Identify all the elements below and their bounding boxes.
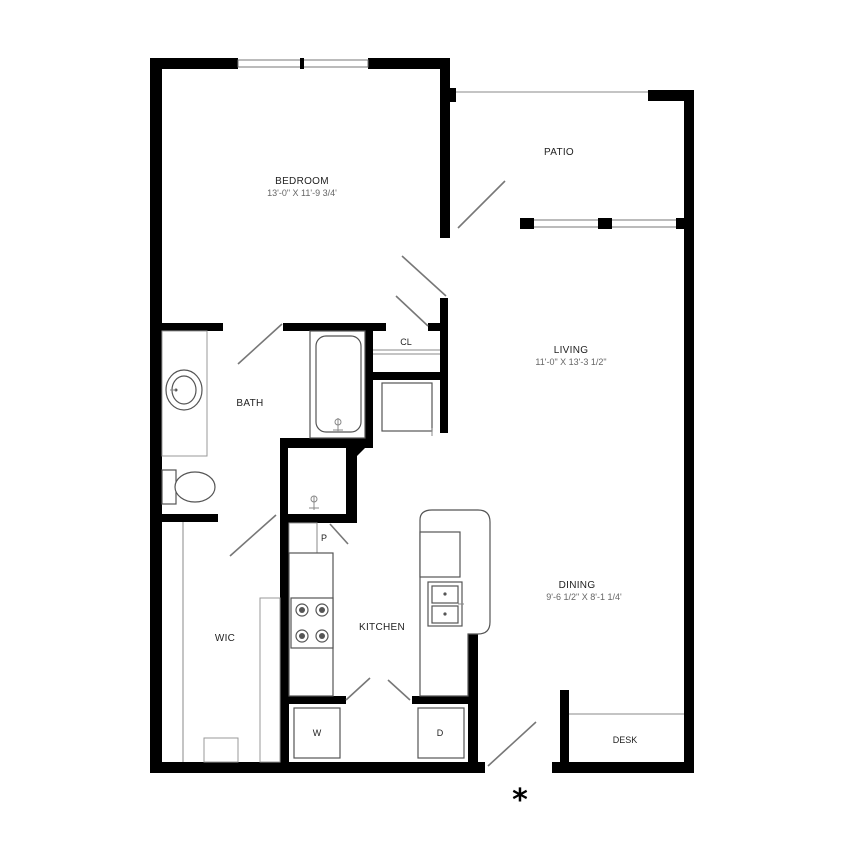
toilet-icon	[174, 471, 216, 503]
patio-label: PATIO	[544, 147, 574, 158]
kitchen-label: KITCHEN	[359, 622, 405, 633]
desk-label: DESK	[613, 735, 638, 745]
wic-label: WIC	[215, 633, 235, 644]
wall-bath-top-right	[283, 323, 386, 331]
wall-closet-right	[440, 298, 448, 433]
wall-desk-left	[560, 690, 569, 770]
wall-top-bedroom-left	[150, 58, 238, 69]
patio-door[interactable]	[457, 180, 506, 229]
dining-label: DINING	[559, 580, 596, 591]
living-dims: 11'-0" X 13'-3 1/2"	[535, 357, 606, 367]
patio-area	[456, 91, 686, 229]
bedroom-dims: 13'-0" X 11'-9 3/4'	[267, 188, 337, 198]
wall-top-bedroom-right	[368, 58, 450, 69]
wic-shelf	[259, 597, 281, 763]
wall-patio-top-right	[648, 90, 694, 101]
wall-linen-left	[280, 438, 288, 518]
washer-label: W	[313, 728, 322, 738]
wall-tub-right	[365, 323, 373, 441]
wall-bedroom-right	[440, 58, 450, 238]
laundry-door-left[interactable]	[345, 677, 371, 701]
laundry	[293, 707, 465, 759]
bath-fixtures	[161, 330, 366, 505]
entry-door[interactable]	[487, 721, 537, 767]
wall-laundry-top-right	[412, 696, 478, 704]
wall-closet-top	[428, 323, 448, 331]
wic-bin	[203, 737, 239, 763]
dryer-box	[417, 707, 465, 759]
pantry-door[interactable]	[329, 523, 349, 545]
bath-door[interactable]	[237, 323, 283, 365]
wall-closet-mid	[373, 372, 448, 380]
bedroom-window	[237, 58, 369, 69]
water-heater	[381, 382, 433, 432]
wall-bottom-left	[150, 762, 485, 773]
closet-area	[373, 349, 440, 436]
wall-left	[150, 58, 162, 773]
interior-walls	[150, 298, 478, 772]
laundry-door-right[interactable]	[387, 679, 411, 701]
washer-box	[293, 707, 341, 759]
wic-door[interactable]	[229, 514, 277, 557]
wall-bath-bottom-left	[150, 514, 218, 522]
entry-marker-icon: *	[512, 783, 528, 818]
pantry-label: P	[321, 533, 327, 543]
wall-kitchen-right	[468, 632, 478, 772]
closet-door[interactable]	[395, 295, 429, 327]
bedroom-door[interactable]	[401, 255, 447, 297]
wall-bath-bottom	[280, 438, 373, 448]
exterior-walls	[150, 58, 694, 773]
wall-linen-bottom	[280, 514, 357, 523]
doors	[229, 255, 537, 767]
room-labels: BEDROOM 13'-0" X 11'-9 3/4' PATIO LIVING…	[215, 147, 637, 818]
dryer-label: D	[437, 728, 444, 738]
bath-label: BATH	[236, 398, 263, 409]
kitchen-fixtures	[288, 509, 491, 697]
closet-label: CL	[400, 337, 412, 347]
wall-patio-top-stub	[450, 88, 456, 102]
wall-laundry-top-left	[288, 696, 346, 704]
wall-right	[684, 90, 694, 773]
bedroom-label: BEDROOM	[275, 176, 329, 187]
wall-bath-corner	[346, 440, 373, 522]
living-label: LIVING	[554, 345, 589, 356]
dishwasher	[419, 531, 461, 578]
dining-dims: 9'-6 1/2" X 8'-1 1/4'	[546, 592, 622, 602]
wall-kitchen-left	[280, 518, 289, 768]
wic-fixtures	[182, 522, 281, 763]
pantry-box	[288, 522, 318, 554]
toilet-tank	[161, 469, 177, 505]
linen-closet	[309, 495, 319, 510]
wall-bath-top-left	[150, 323, 223, 331]
wall-bottom-right	[552, 762, 694, 773]
